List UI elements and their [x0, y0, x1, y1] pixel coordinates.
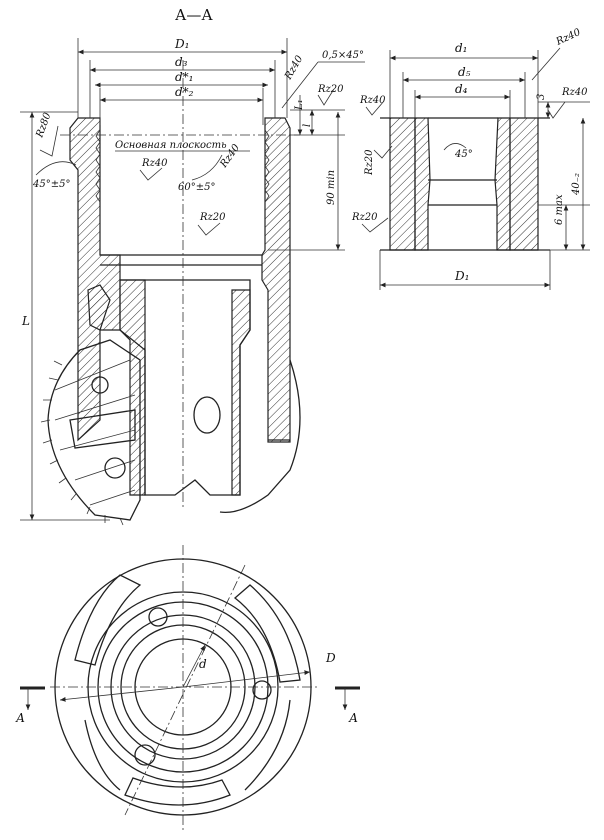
label-d1star: d*₁ — [175, 70, 194, 84]
coupling-detail-view: d₁ d₅ d₄ D₁ 3 40₋₂ 6 max 45° Rz40 Rz40 R… — [351, 27, 590, 290]
detail-right-wall — [509, 117, 539, 251]
body-outline — [219, 359, 301, 514]
label-r-d1: d₁ — [455, 41, 468, 55]
label-45deg: 45°±5° — [32, 179, 70, 190]
label-60deg: 60°±5° — [178, 182, 215, 193]
label-r-3: 3 — [536, 94, 547, 100]
right-wall-section — [261, 117, 291, 443]
bearing-ball-2 — [91, 376, 109, 394]
dim-d — [182, 644, 206, 688]
rough-rz20-top: Rz20 — [317, 84, 344, 95]
roller-cone-teeth-rows — [54, 359, 136, 506]
nozzle-hole-2 — [252, 680, 272, 700]
plan-view: А А D d — [15, 545, 360, 830]
leg-section — [87, 284, 111, 331]
rough-rz40-inner: Rz40 — [141, 158, 168, 169]
inner-right-rib — [231, 289, 251, 496]
blade-slot-1 — [74, 574, 142, 666]
cut-label-a-right: А — [348, 711, 358, 725]
rough-r-rz20-l1: Rz20 — [364, 149, 375, 176]
label-chamfer: 0,5×45° — [322, 50, 364, 61]
label-r-45: 45° — [454, 149, 473, 160]
rough-r-rz40-r: Rz40 — [561, 87, 588, 98]
label-d: d — [199, 657, 207, 671]
section-view-a-a: Основная плоскость D₁ d₃ d*₁ d*₂ 0,5×45°… — [20, 37, 365, 526]
rough-r-rz40-tr: Rz40 — [554, 27, 583, 48]
label-d2star: d*₂ — [175, 85, 194, 99]
inner-left-rib — [119, 279, 146, 496]
detail-inner-right — [494, 117, 511, 251]
label-r-6max: 6 max — [554, 194, 565, 225]
roller-cone-teeth — [40, 360, 124, 526]
cone-bearing — [69, 409, 136, 449]
label-L: L — [21, 314, 30, 328]
rough-rz20-inner: Rz20 — [199, 212, 226, 223]
label-D: D — [325, 651, 336, 665]
detail-outline — [380, 117, 550, 251]
dim-D — [182, 670, 311, 688]
label-r-D1: D₁ — [454, 269, 469, 283]
rough-r-rz40-l: Rz40 — [359, 95, 386, 106]
blade-edge-1 — [84, 719, 121, 791]
rough-rz40-top: Rz40 — [283, 53, 306, 82]
label-r-d4: d₄ — [455, 82, 468, 96]
left-wall-section — [69, 117, 121, 442]
nozzle-hole-3 — [134, 744, 156, 766]
label-r-d5: d₅ — [458, 65, 471, 79]
blade-edge-2 — [244, 699, 291, 791]
base-plane-label: Основная плоскость — [115, 140, 227, 151]
blade-slot-2 — [233, 584, 301, 683]
label-L1: L₁ — [294, 99, 305, 111]
bearing-ball — [104, 457, 126, 479]
rough-r-rz20-l2: Rz20 — [351, 212, 378, 223]
thread-left — [95, 129, 101, 203]
section-title: А—А — [175, 6, 213, 24]
roller-cone-outline — [47, 339, 141, 521]
chamfer-leader — [281, 61, 319, 109]
label-l: l — [302, 124, 313, 127]
cut-label-a-left: А — [15, 711, 25, 725]
label-D1: D₁ — [174, 37, 189, 51]
blade-slot-3 — [124, 777, 231, 806]
label-90min: 90 min — [326, 170, 337, 205]
thread-right — [264, 129, 270, 203]
flush-hole — [193, 396, 221, 434]
detail-inner-left — [414, 117, 431, 251]
label-d3: d₃ — [175, 55, 188, 69]
rough-rz80: Rz80 — [34, 111, 54, 140]
nozzle-hole-1 — [148, 607, 168, 627]
detail-left-wall — [389, 117, 416, 251]
label-r-40: 40₋₂ — [571, 173, 582, 196]
